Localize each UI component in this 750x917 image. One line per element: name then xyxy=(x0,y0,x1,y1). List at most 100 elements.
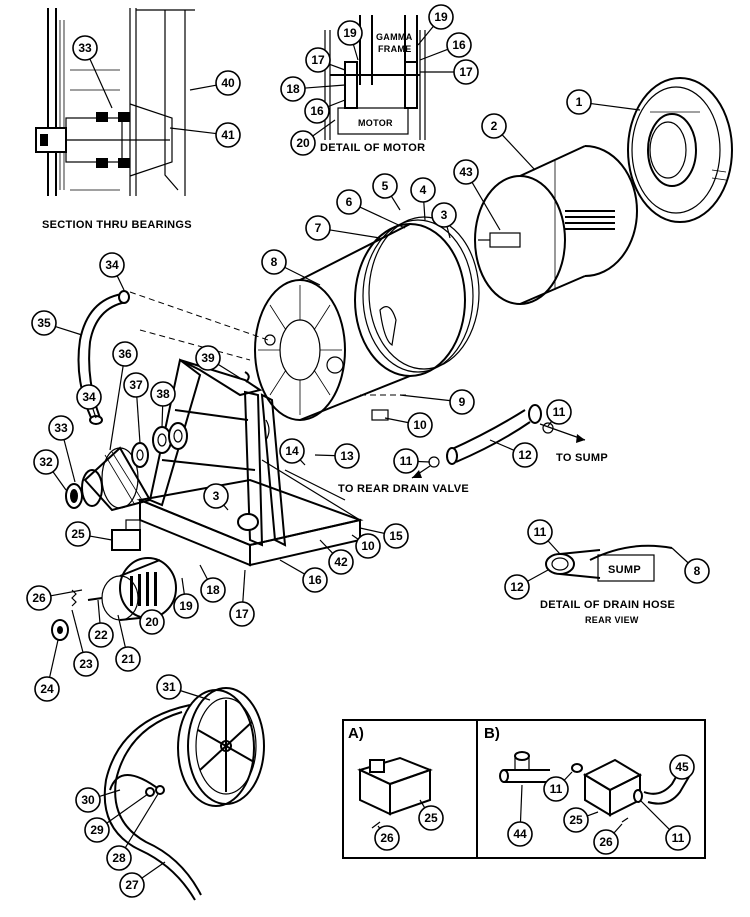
callout-leader xyxy=(299,459,306,466)
callout-circle xyxy=(431,202,457,228)
callout-circle xyxy=(374,825,400,851)
callout-5: 5 xyxy=(372,173,401,211)
callout-circle xyxy=(305,215,331,241)
callout-number: 25 xyxy=(569,813,583,827)
callout-24: 24 xyxy=(34,639,60,702)
callout-number: 17 xyxy=(235,607,249,621)
callout-18: 18 xyxy=(280,76,346,102)
callout-leader xyxy=(312,119,336,137)
inner-basket-part-2 xyxy=(474,145,638,305)
callout-circle xyxy=(150,381,176,407)
callout-35: 35 xyxy=(31,310,83,336)
callout-circle xyxy=(195,345,221,371)
callout-leader xyxy=(384,417,409,424)
callout-leader xyxy=(671,547,689,564)
motor-label: MOTOR xyxy=(358,118,393,128)
callout-leader xyxy=(590,102,641,111)
callout-circle xyxy=(200,577,226,603)
callout-36: 36 xyxy=(109,341,138,451)
callout-circle xyxy=(304,98,330,124)
callout-27: 27 xyxy=(119,861,166,898)
callout-leader xyxy=(329,63,346,71)
callout-leader xyxy=(527,569,549,582)
callout-circle xyxy=(88,622,114,648)
callout-leader xyxy=(161,405,164,429)
callout-circle xyxy=(305,47,331,73)
sump-label: SUMP xyxy=(608,564,641,576)
callout-41: 41 xyxy=(169,122,241,148)
callout-number: 12 xyxy=(518,448,532,462)
callout-leader xyxy=(55,326,83,336)
callout-circle xyxy=(215,122,241,148)
rear-view-caption: REAR VIEW xyxy=(585,615,639,625)
callout-32: 32 xyxy=(33,449,67,491)
callout-number: 2 xyxy=(491,119,498,133)
callout-circle xyxy=(512,442,538,468)
callout-number: 22 xyxy=(94,628,108,642)
callout-leader xyxy=(117,614,126,648)
callout-circle xyxy=(355,533,381,559)
callout-leader xyxy=(89,58,113,109)
callout-number: 14 xyxy=(285,444,299,458)
callout-circle xyxy=(504,574,530,600)
callout-circle xyxy=(229,601,255,627)
callout-number: 18 xyxy=(286,82,300,96)
callout-leader xyxy=(399,394,451,402)
callout-19: 19 xyxy=(173,577,199,619)
callout-20: 20 xyxy=(290,119,336,156)
panel-b-label: B) xyxy=(484,725,500,742)
callout-number: 25 xyxy=(71,527,85,541)
callout-11: 11 xyxy=(393,448,431,474)
callout-leader xyxy=(141,861,166,879)
callout-26: 26 xyxy=(26,585,83,611)
callout-number: 15 xyxy=(389,529,403,543)
callout-leader xyxy=(489,439,515,451)
callout-leader xyxy=(547,540,561,555)
callout-circle xyxy=(173,593,199,619)
callout-leader xyxy=(169,127,217,135)
callout-18: 18 xyxy=(199,564,226,603)
callout-leader xyxy=(327,99,346,108)
callout-circle xyxy=(139,609,165,635)
pump-part-25 xyxy=(111,519,141,551)
callout-number: 12 xyxy=(510,580,524,594)
callout-10: 10 xyxy=(351,533,381,559)
callout-number: 21 xyxy=(121,652,135,666)
callout-number: 35 xyxy=(37,316,51,330)
callout-circle xyxy=(372,173,398,199)
callout-circle xyxy=(302,567,328,593)
callout-leader xyxy=(242,569,246,603)
callout-circle xyxy=(290,130,316,156)
callout-11: 11 xyxy=(543,771,573,802)
callout-leader xyxy=(359,206,406,229)
callout-9: 9 xyxy=(399,389,475,415)
callout-15: 15 xyxy=(359,523,409,549)
hose-part-35 xyxy=(77,290,269,425)
callout-number: 29 xyxy=(90,823,104,837)
callout-37: 37 xyxy=(123,372,149,444)
callout-circle xyxy=(26,585,52,611)
callout-circle xyxy=(261,249,287,275)
section-thru-bearings-detail: SECTION THRU BEARINGS xyxy=(35,8,195,231)
callout-number: 11 xyxy=(400,454,413,468)
callout-circle xyxy=(123,372,149,398)
callout-number: 5 xyxy=(382,179,389,193)
callout-leader xyxy=(199,564,208,580)
inset-panel-a: A) xyxy=(342,719,478,859)
callout-14: 14 xyxy=(279,438,306,466)
detail-of-drain-hose: SUMP DETAIL OF DRAIN HOSE REAR VIEW xyxy=(540,544,675,625)
callout-leader xyxy=(63,439,76,483)
callout-leader xyxy=(419,48,449,61)
callout-circle xyxy=(215,70,241,96)
callout-8: 8 xyxy=(261,249,321,286)
callout-circle xyxy=(546,399,572,425)
callout-number: 41 xyxy=(221,128,235,142)
callout-circle xyxy=(593,829,619,855)
callout-leader xyxy=(613,823,623,834)
to-rear-drain-valve-caption: TO REAR DRAIN VALVE xyxy=(338,483,469,495)
callout-circle xyxy=(119,872,145,898)
frame-label: FRAME xyxy=(378,44,412,54)
callout-21: 21 xyxy=(115,614,141,672)
